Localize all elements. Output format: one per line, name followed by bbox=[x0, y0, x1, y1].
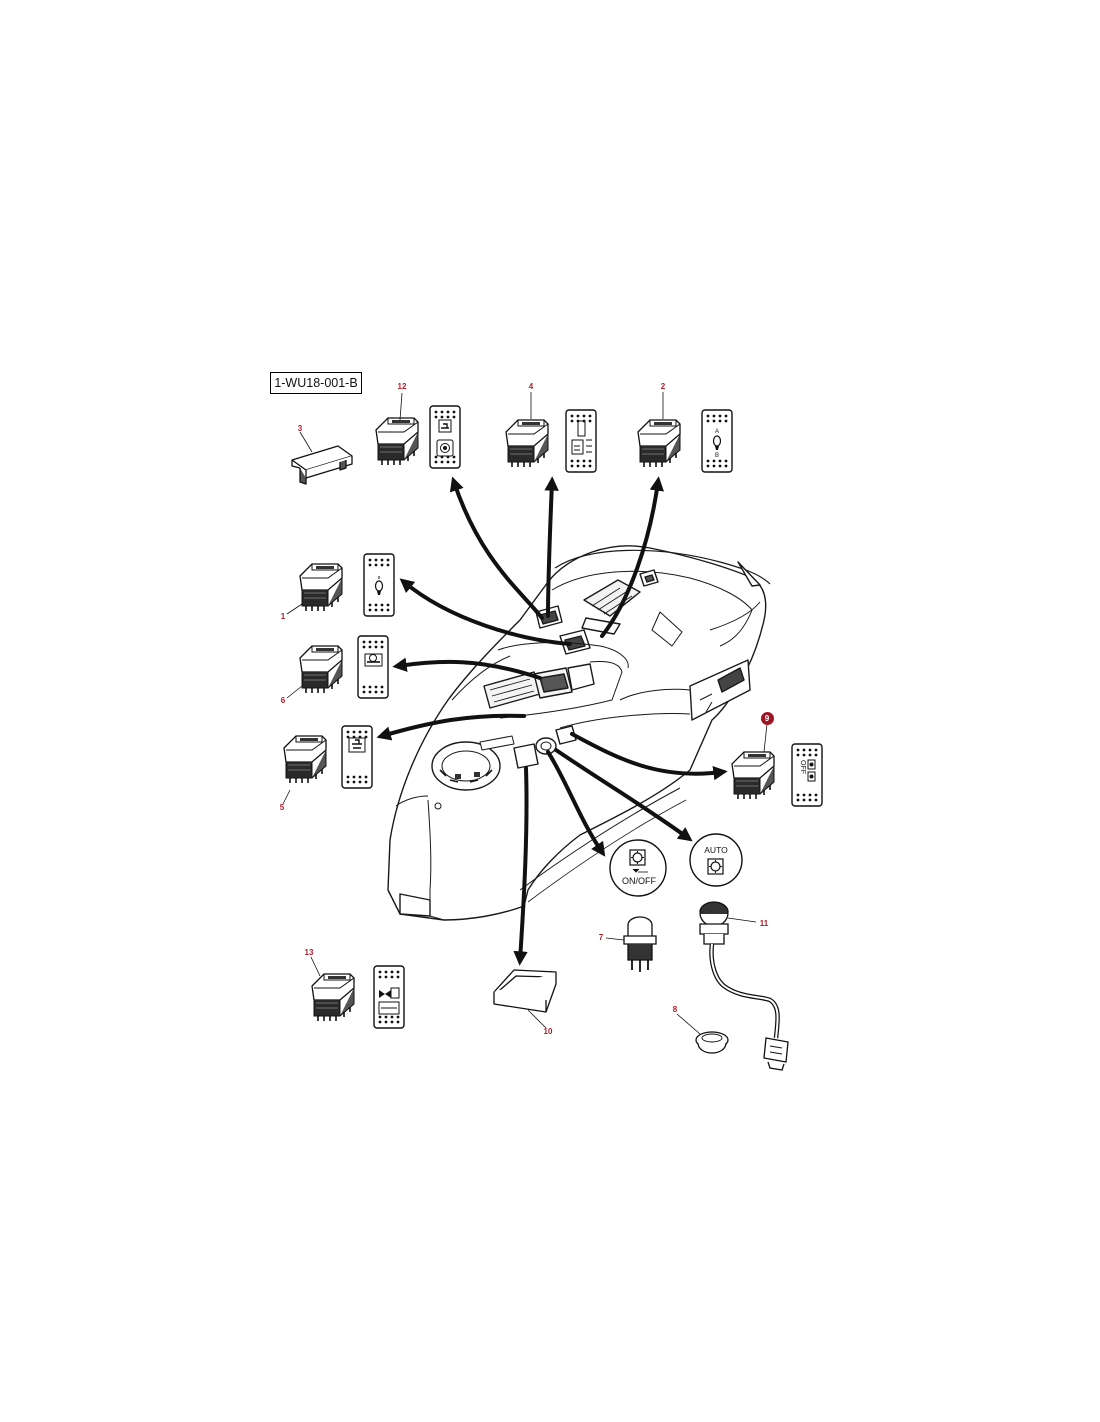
switch2-label-a: A bbox=[715, 429, 719, 435]
part-3-blanking-cover bbox=[291, 445, 353, 485]
callout-8: 8 bbox=[672, 1005, 678, 1014]
callout-leaders bbox=[282, 392, 768, 1035]
callout-9: 9 bbox=[760, 712, 774, 725]
callout-1: 1 bbox=[280, 612, 286, 621]
diagram-code: 1-WU18-001-B bbox=[270, 372, 362, 394]
part-11-harness-button bbox=[699, 901, 789, 1071]
part-4-symbol-panel bbox=[565, 409, 597, 473]
part-12-rocker-switch bbox=[375, 417, 419, 466]
onoff-label: ON/OFF bbox=[622, 876, 656, 886]
callout-3: 3 bbox=[297, 424, 303, 433]
callout-13: 13 bbox=[304, 948, 314, 957]
callout-5: 5 bbox=[279, 803, 285, 812]
part-6-symbol-panel bbox=[357, 635, 389, 699]
callout-4: 4 bbox=[528, 382, 534, 391]
part-7-push-button bbox=[623, 916, 657, 972]
auto-symbol-badge: AUTO bbox=[689, 833, 743, 887]
callout-6: 6 bbox=[280, 696, 286, 705]
part-13-symbol-panel bbox=[373, 965, 405, 1029]
switch2-label-b: B bbox=[715, 453, 719, 459]
part-6-rocker-switch bbox=[299, 645, 343, 694]
part-4-rocker-switch bbox=[505, 419, 549, 468]
part-5-rocker-switch bbox=[283, 735, 327, 784]
onoff-symbol-badge: ON/OFF bbox=[609, 839, 667, 897]
callout-11: 11 bbox=[759, 919, 769, 928]
part-5-symbol-panel bbox=[341, 725, 373, 789]
part-13-rocker-switch bbox=[311, 973, 355, 1022]
console-assembly bbox=[387, 545, 771, 921]
auto-label: AUTO bbox=[704, 845, 728, 855]
part-12-symbol-panel bbox=[429, 405, 461, 469]
part-2-symbol-panel bbox=[701, 409, 733, 473]
switch9-label-off: OFF bbox=[799, 760, 806, 774]
callout-10: 10 bbox=[543, 1027, 553, 1036]
callout-arrows bbox=[376, 476, 728, 966]
part-9-rocker-switch bbox=[731, 751, 775, 800]
callout-2: 2 bbox=[660, 382, 666, 391]
part-1-symbol-panel bbox=[363, 553, 395, 617]
callout-12: 12 bbox=[397, 382, 407, 391]
part-10-storage-tray bbox=[493, 969, 557, 1013]
callout-7: 7 bbox=[598, 933, 604, 942]
part-1-rocker-switch bbox=[299, 563, 343, 612]
part-9-symbol-panel bbox=[791, 743, 823, 807]
part-2-rocker-switch bbox=[637, 419, 681, 468]
part-8-blanking-plug bbox=[695, 1031, 729, 1054]
